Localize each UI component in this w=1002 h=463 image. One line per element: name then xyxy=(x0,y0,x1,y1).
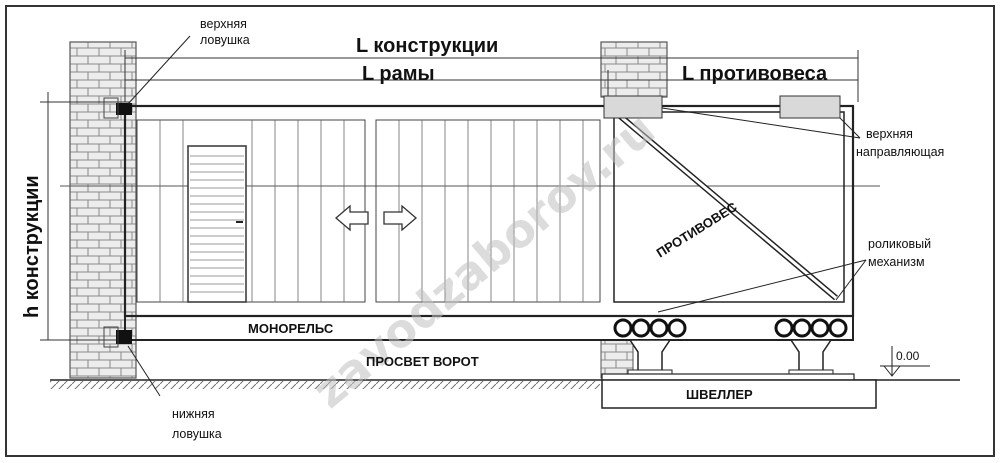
roller-wheel xyxy=(792,318,812,338)
upper-catcher xyxy=(116,103,132,115)
label-l-counterweight: L противовеса xyxy=(682,63,828,85)
upper-guide-roller-right xyxy=(779,95,841,119)
roller-wheel xyxy=(631,318,651,338)
label-lower-catcher-1: нижняя xyxy=(172,407,215,421)
roller-wheel xyxy=(828,318,848,338)
roller-carriages xyxy=(613,318,848,377)
label-upper-catcher-1: верхняя xyxy=(200,17,247,31)
label-lower-catcher-2: ловушка xyxy=(172,427,222,441)
gate-frame xyxy=(123,104,855,341)
dimension-lines xyxy=(40,50,859,341)
label-upper-catcher-2: ловушка xyxy=(200,33,250,47)
roller-support xyxy=(789,339,833,373)
label-roller-mechanism-1: роликовый xyxy=(868,237,931,251)
roller-wheel xyxy=(667,318,687,338)
slats-right xyxy=(398,120,584,302)
roller-wheel xyxy=(613,318,633,338)
wicket-door xyxy=(187,145,247,303)
label-h-construction: h конструкции xyxy=(21,175,43,318)
roller-carriage xyxy=(774,318,848,377)
label-channel: ШВЕЛЛЕР xyxy=(686,387,753,402)
leader-lines xyxy=(127,35,867,397)
channel-base xyxy=(601,373,877,409)
direction-arrows xyxy=(335,204,417,232)
label-monorail: МОНОРЕЛЬС xyxy=(248,321,334,336)
outer-frame xyxy=(5,5,995,457)
upper-guide-roller-left xyxy=(603,95,663,119)
label-upper-guide-1: верхняя xyxy=(866,127,913,141)
roller-carriage xyxy=(613,318,687,377)
label-roller-mechanism-2: механизм xyxy=(868,255,925,269)
arrow-right-icon xyxy=(383,204,417,232)
label-level-mark: 0.00 xyxy=(896,349,920,363)
label-gate-clearance: ПРОСВЕТ ВОРОТ xyxy=(366,354,479,369)
level-mark xyxy=(880,346,930,377)
gate-panel-right xyxy=(375,119,601,303)
counterweight-section xyxy=(613,111,845,303)
upper-guides xyxy=(603,95,841,119)
label-l-construction: L конструкции xyxy=(356,35,498,57)
label-upper-guide-2: направляющая xyxy=(856,145,944,159)
label-l-frame: L рамы xyxy=(362,63,435,85)
label-counterweight: ПРОТИВОВЕС xyxy=(654,199,740,261)
gate-panel-left xyxy=(136,119,366,303)
roller-wheel xyxy=(810,318,830,338)
roller-support xyxy=(628,339,672,373)
lower-catcher xyxy=(116,330,132,344)
roller-wheel xyxy=(774,318,794,338)
roller-wheel xyxy=(649,318,669,338)
arrow-left-icon xyxy=(335,204,369,232)
